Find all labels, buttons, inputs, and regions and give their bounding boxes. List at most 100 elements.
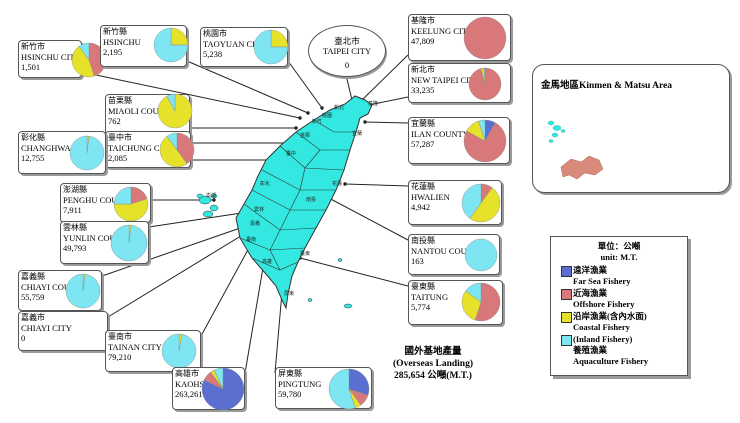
overseas-landing: 國外基地產量 (Overseas Landing) 285,654 公噸(M.T…: [368, 346, 498, 382]
nantou-county-value: 163: [411, 256, 424, 266]
legend-inland-label: (Inland Fishery): [573, 334, 633, 344]
ilan-county-zh: 宜蘭縣: [411, 119, 435, 128]
taipei-city-zh: 臺北市: [334, 36, 360, 46]
changhwa-pie: [69, 135, 105, 171]
hsinchu-city-slice-coastal: [71, 45, 95, 78]
hwalien-slice-coastal: [469, 187, 501, 223]
pingtung-leader: [274, 291, 283, 374]
penghu-county-slice-coastal: [113, 198, 149, 222]
hwalien-leader: [344, 183, 409, 187]
hsinchu-city-value: 1,501: [21, 62, 41, 72]
legend-swatch-coastal: [561, 312, 572, 323]
map-label: 臺中: [286, 152, 297, 157]
penghu-county-value: 7,911: [63, 205, 82, 215]
overseas-zh: 國外基地產量: [404, 347, 462, 357]
kaohsiung-pie: [201, 367, 245, 411]
ilan-county-pie: [463, 119, 507, 163]
yunlin-county-pie: [110, 224, 148, 262]
map-label: 臺南: [246, 238, 257, 243]
ilan-county-leader: [364, 121, 409, 124]
penghu-county-en: PENGHU COUNTY: [63, 195, 136, 205]
tainan-city-en: TAINAN CITY: [108, 342, 162, 352]
hwalien-en: HWALIEN: [411, 192, 450, 202]
taichung-city-pie: [159, 132, 195, 168]
kinmen-matsu-title: 金馬地區Kinmen & Matsu Area: [541, 81, 672, 91]
penghu-islet: [210, 193, 218, 199]
legend-unit-zh: 單位：公噸: [597, 241, 641, 251]
legend-swatch-far-sea: [561, 266, 572, 277]
map-label: 嘉義: [250, 222, 261, 227]
map-label: 南投: [306, 198, 317, 203]
kaohsiung-value: 263,261: [175, 389, 203, 399]
pingtung-pie: [328, 368, 370, 410]
miaoli-county-en: MIAOLI COUNTY: [108, 106, 177, 116]
keelung-city-value: 47,809: [411, 36, 435, 46]
yunlin-county-leader: [148, 211, 249, 228]
overseas-value: 285,654 公噸(M.T.): [394, 371, 472, 381]
taitung-pie: [461, 282, 501, 322]
hwalien-value: 4,942: [411, 202, 431, 212]
miaoli-county-slice-aquaculture: [166, 93, 176, 112]
changhwa-zh: 彰化縣: [21, 133, 45, 142]
offshore-islet: [337, 258, 343, 262]
taitung-slice-coastal: [461, 290, 482, 321]
ilan-county-slice-aquaculture: [478, 119, 486, 142]
kaohsiung-en: KAOHSIUNG: [175, 379, 226, 389]
hsinchu-value: 2,195: [103, 47, 123, 57]
chiayi-county-pie: [65, 273, 101, 309]
keelung-city-leader: [361, 54, 409, 101]
taitung-slice-aquaculture: [465, 282, 482, 303]
offshore-islet: [307, 298, 313, 302]
legend-coastal-zh: 沿岸漁業(含內水面): [573, 311, 647, 321]
legend-swatch-aquaculture: [561, 335, 572, 346]
hsinchu-city-zh: 新竹市: [21, 42, 45, 51]
taoyuan-city-slice-coastal: [270, 29, 289, 48]
hwalien-zh: 花蓮縣: [411, 182, 435, 191]
map-label: 澎湖: [206, 194, 217, 199]
taipei-city-box: 臺北市 TAIPEI CITY 0: [308, 25, 386, 77]
matsu-islet: [548, 139, 554, 143]
tainan-city-slice-aquaculture: [161, 333, 197, 369]
taipei-city-en: TAIPEI CITY: [322, 46, 372, 56]
penghu-county-pie: [113, 186, 149, 222]
taoyuan-city-en: TAOYUAN CITY: [203, 39, 267, 49]
legend-swatch-offshore: [561, 289, 572, 300]
kaohsiung-zh: 高雄市: [175, 369, 199, 378]
nantou-county-pie: [464, 238, 498, 272]
chiayi-county-zh: 嘉義縣: [21, 272, 45, 281]
map-label: 臺東: [300, 252, 311, 257]
taipei-city-leader: [345, 74, 353, 101]
new-taipei-city-slice-aquaculture: [483, 67, 486, 85]
chiayi-city-en: CHIAYI CITY: [21, 323, 72, 333]
hsinchu-city-slice-aquaculture: [78, 42, 90, 61]
small-islands: [307, 258, 353, 309]
map-label: 新北: [334, 106, 345, 111]
taoyuan-city-pie: [253, 29, 289, 65]
taitung-leader: [299, 257, 409, 287]
ilan-county-leader-end: [363, 120, 367, 124]
map-label: 苗栗: [300, 134, 311, 139]
hsinchu-slice-coastal: [170, 27, 189, 46]
hwalien-slice-aquaculture: [461, 183, 482, 219]
ilan-county-value: 57,287: [411, 139, 435, 149]
penghu-islet: [198, 195, 212, 205]
chiayi-city-value: 0: [21, 333, 26, 343]
changhwa-value: 12,755: [21, 153, 45, 163]
kinmen-island: [560, 155, 604, 180]
hwalien-pie: [461, 183, 501, 223]
hsinchu-leader: [186, 60, 309, 114]
